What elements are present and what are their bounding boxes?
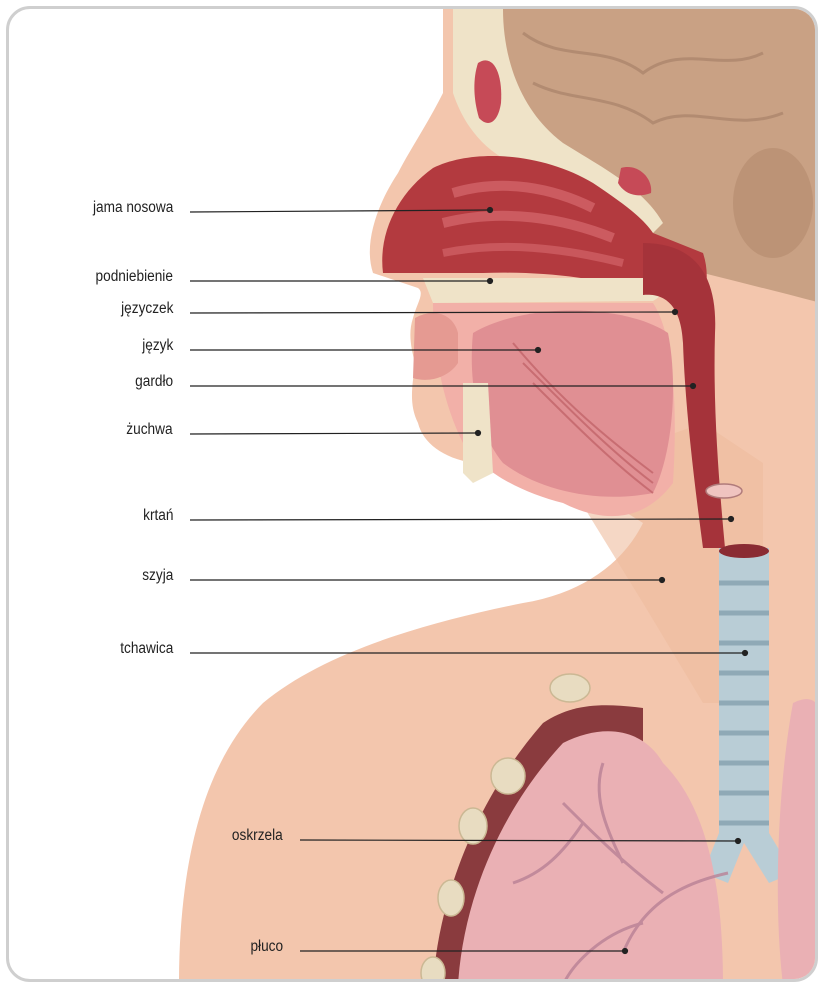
diagram-frame: jama nosowa podniebienie języczek język … <box>6 6 818 982</box>
label-krtan: krtań <box>143 507 173 525</box>
lips <box>413 313 458 380</box>
label-pluco: płuco <box>250 938 283 956</box>
label-jezyk: język <box>142 337 173 355</box>
label-tchawica: tchawica <box>120 640 173 658</box>
palate <box>423 278 662 303</box>
label-szyja: szyja <box>142 567 173 585</box>
respiratory-system-illustration <box>9 9 818 982</box>
label-jama-nosowa: jama nosowa <box>93 199 173 217</box>
label-podniebienie: podniebienie <box>96 268 173 286</box>
label-oskrzela: oskrzela <box>232 827 283 845</box>
label-jezyczek: języczek <box>121 300 173 318</box>
label-gardlo: gardło <box>135 373 173 391</box>
label-zuchwa: żuchwa <box>127 421 173 439</box>
